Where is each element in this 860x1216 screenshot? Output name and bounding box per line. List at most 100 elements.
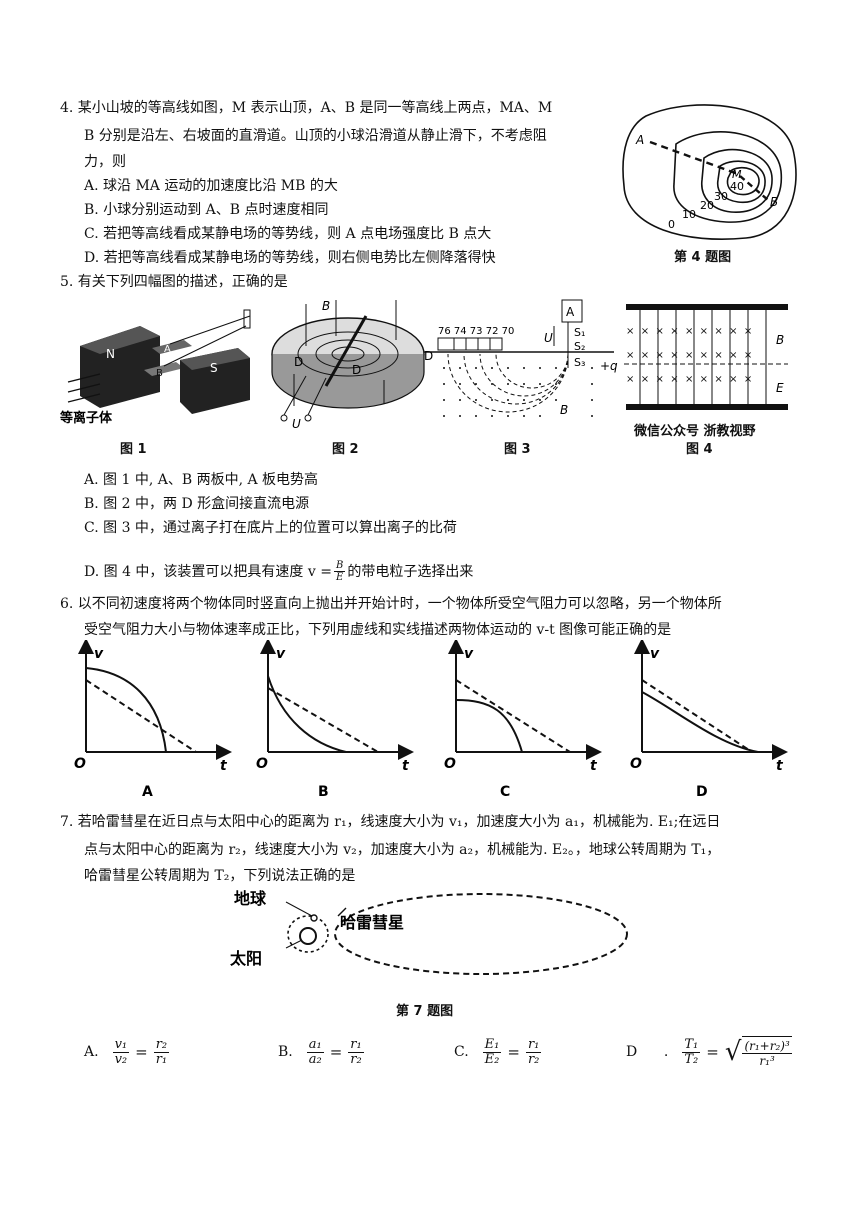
- q7-figure-caption: 第 7 题图: [396, 1004, 454, 1019]
- q5-option-a: A. 图 1 中, A、B 两板中, A 板电势高: [84, 472, 319, 488]
- q6-stem-line-2: 受空气阻力大小与物体速率成正比，下列用虚线和实线描述两物体运动的 v-t 图像可…: [84, 622, 672, 638]
- q7-sun-label: 太阳: [229, 949, 262, 968]
- q5-fig4-q-label: +q: [600, 359, 618, 373]
- q5-fig2-u-label: U: [292, 417, 301, 428]
- q4-contour-figure: A M B 0 10 20 30 40: [622, 104, 797, 240]
- q6-graph-c: v t O C: [444, 640, 602, 800]
- q5-fig4-velocity-selector: × × × × × × × × × × × × × × × × × × × × …: [600, 304, 788, 410]
- q5-fig2-cyclotron: B D D U: [271, 299, 425, 428]
- q4-option-c: C. 若把等高线看成某静电场的等势线，则 A 点电场强度比 B 点大: [84, 226, 492, 242]
- q5-option-d: D. 图 4 中，该装置可以把具有速度 v = B E 的带电粒子选择出来: [84, 560, 473, 583]
- q7-orbit-figure: 地球 哈雷彗星 太阳: [229, 889, 628, 975]
- q7-earth-label: 地球: [234, 889, 267, 908]
- q6-stem-line-1: 6. 以不同初速度将两个物体同时竖直向上抛出并开始计时，一个物体所受空气阻力可以…: [60, 596, 722, 612]
- q5-fig2-caption: 图 2: [332, 442, 359, 457]
- q5-option-d-num: B: [333, 560, 346, 572]
- q7-stem-line-1: 7. 若哈雷彗星在近日点与太阳中心的距离为 r₁，线速度大小为 v₁，加速度大小…: [60, 814, 721, 830]
- q4-contour-30: 30: [714, 190, 728, 203]
- q6-graph-d: v t O D: [630, 640, 788, 800]
- q4-contour-10: 10: [682, 208, 696, 221]
- q5-fig3-d-label: D: [424, 349, 433, 363]
- q5-fig1-plasma-label: 等离子体: [60, 410, 113, 426]
- q5-fig3-s3-label: S₃: [574, 356, 585, 369]
- q6-graph-a: v t O A: [74, 640, 232, 800]
- q5-fig3-s1-label: S₁: [574, 326, 585, 339]
- q5-option-c: C. 图 3 中，通过离子打在底片上的位置可以算出离子的比荷: [84, 520, 457, 536]
- svg-text:× × × × × × × × ×: × × × × × × × × ×: [626, 350, 752, 361]
- q5-option-d-fraction: B E: [333, 560, 346, 583]
- q5-fig1-caption: 图 1: [120, 442, 147, 457]
- q6-graph-b-v-label: v: [276, 646, 286, 662]
- q5-fig4-b-label: B: [776, 333, 784, 347]
- q5-fig3-mass-labels: 76 74 73 72 70: [438, 326, 514, 337]
- q4-option-d: D. 若把等高线看成某静电场的等势线，则右侧电势比左侧降落得快: [84, 250, 496, 266]
- q5-fig3-u-label: U: [544, 331, 553, 345]
- q5-option-b: B. 图 2 中，两 D 形盒间接直流电源: [84, 496, 310, 512]
- q6-graph-b-origin: O: [256, 756, 268, 772]
- q4-figure-caption: 第 4 题图: [674, 250, 732, 265]
- q5-fig1-b-label: B: [156, 368, 163, 379]
- q7-comet-label: 哈雷彗星: [340, 913, 404, 932]
- q5-fig3-s2-label: S₂: [574, 340, 585, 353]
- q5-fig4-caption: 图 4: [686, 442, 713, 457]
- q7-option-c-label: C.: [454, 1044, 469, 1060]
- q6-graph-c-v-label: v: [464, 646, 474, 662]
- q4-contour-0: 0: [668, 218, 675, 231]
- q6-graph-a-t-label: t: [220, 758, 228, 774]
- q5-fig1-n-label: N: [106, 347, 115, 361]
- q5-fig3-mass-spectrometer: 76 74 73 72 70 D A U S₁ S₂ S₃ B: [424, 299, 614, 417]
- q7-stem-line-2: 点与太阳中心的距离为 r₂，线速度大小为 v₂，加速度大小为 a₂，机械能为. …: [84, 842, 721, 858]
- q6-graph-b-label: B: [318, 784, 329, 800]
- q5-fig2-d1-label: D: [294, 355, 303, 369]
- q6-graph-d-v-label: v: [650, 646, 660, 662]
- q5-option-d-prefix: D. 图 4 中，该装置可以把具有速度 v =: [84, 563, 332, 580]
- q5-fig4-e-label: E: [776, 381, 784, 395]
- q6-graph-a-v-label: v: [94, 646, 104, 662]
- q7-option-d-label: D .: [626, 1044, 669, 1060]
- q4-contour-40: 40: [730, 180, 744, 193]
- q6-graph-c-label: C: [500, 784, 510, 800]
- q5-option-d-den: E: [336, 572, 344, 583]
- q5-fig4-watermark: 微信公众号 浙教视野: [634, 424, 756, 439]
- q4-option-a: A. 球沿 MA 运动的加速度比沿 MB 的大: [84, 178, 338, 194]
- q4-contour-20: 20: [700, 199, 714, 212]
- q4-option-b: B. 小球分别运动到 A、B 点时速度相同: [84, 202, 329, 218]
- q4-label-b: B: [770, 195, 778, 209]
- q5-fig1-a-label: A: [164, 344, 171, 355]
- q6-vt-graphs: v t O A v t O B v t O C v t O D: [74, 640, 788, 800]
- q4-stem-line-3: 力，则: [84, 154, 126, 170]
- q5-stem: 5. 有关下列四幅图的描述，正确的是: [60, 274, 288, 290]
- q6-graph-b-t-label: t: [402, 758, 410, 774]
- q4-label-a: A: [635, 133, 644, 147]
- q5-option-d-suffix: 的带电粒子选择出来: [347, 563, 474, 580]
- svg-text:× × × × × × × × ×: × × × × × × × × ×: [626, 326, 752, 337]
- q6-graph-d-t-label: t: [776, 758, 784, 774]
- q5-fig2-d2-label: D: [352, 363, 361, 377]
- q5-fig2-b-label: B: [322, 299, 330, 313]
- q6-graph-c-t-label: t: [590, 758, 598, 774]
- q6-graph-c-origin: O: [444, 756, 456, 772]
- q5-fig3-b-label: B: [560, 403, 568, 417]
- q4-stem-line-1: 4. 某小山坡的等高线如图，M 表示山顶，A、B 是同一等高线上两点，MA、M: [60, 100, 553, 116]
- q6-graph-d-origin: O: [630, 756, 642, 772]
- q6-graph-b: v t O B: [256, 640, 414, 800]
- q5-fig1-magnetohydro: N A B S 等离子体: [60, 309, 251, 426]
- q6-graph-a-label: A: [142, 784, 153, 800]
- q6-graph-d-label: D: [696, 784, 708, 800]
- q5-fig1-s-label: S: [210, 361, 218, 375]
- q7-option-a-label: A.: [84, 1044, 99, 1060]
- q6-graph-a-origin: O: [74, 756, 86, 772]
- q4-stem-line-2: B 分别是沿左、右坡面的直滑道。山顶的小球沿滑道从静止滑下，不考虑阻: [84, 128, 547, 144]
- q4-label-m: M: [732, 168, 742, 181]
- q7-stem-line-3: 哈雷彗星公转周期为 T₂，下列说法正确的是: [84, 868, 356, 884]
